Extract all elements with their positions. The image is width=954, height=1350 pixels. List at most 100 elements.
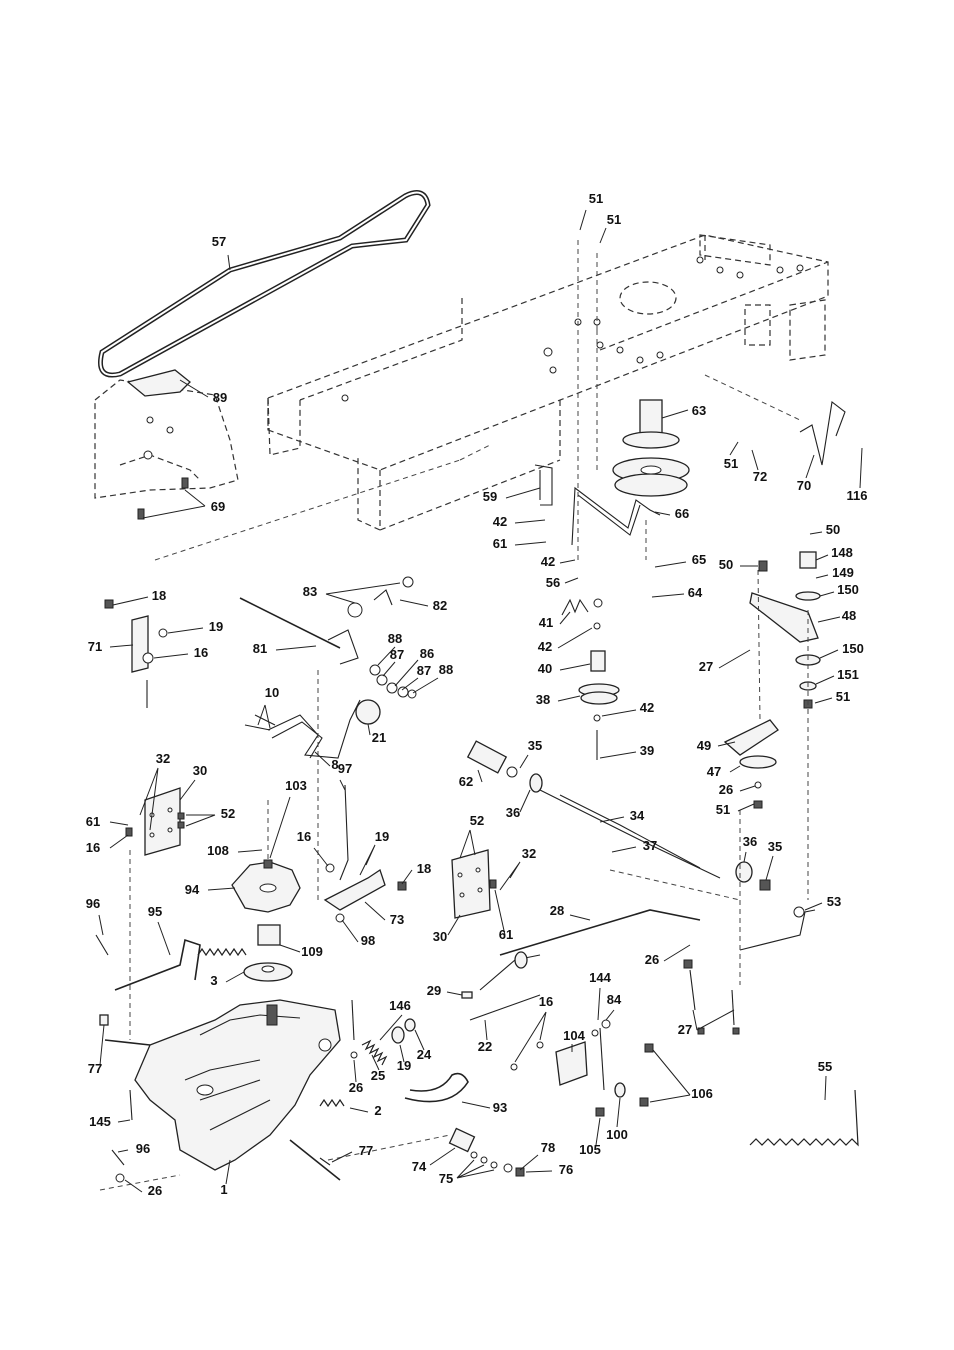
part-callout: 42 — [640, 700, 654, 715]
part-callout: 42 — [493, 514, 507, 529]
dashed-leaders — [99, 240, 809, 1191]
bolt-145 — [129, 1089, 133, 1121]
part-callout: 52 — [470, 813, 484, 828]
part-callout: 100 — [606, 1127, 628, 1142]
part-callout: 47 — [707, 764, 721, 779]
bracket-30-right — [451, 849, 497, 919]
spring-55 — [749, 1089, 859, 1147]
engine-pulley — [612, 399, 690, 497]
frame-holes — [143, 256, 804, 460]
part-callout: 64 — [688, 585, 703, 600]
part-callout: 51 — [716, 802, 730, 817]
part-callout: 150 — [842, 641, 864, 656]
part-callout: 27 — [699, 659, 713, 674]
part-callout: 50 — [719, 557, 733, 572]
part-callout: 21 — [372, 730, 386, 745]
part-callout: 109 — [301, 944, 323, 959]
part-callout: 55 — [818, 1059, 832, 1074]
callout-leaders — [98, 209, 863, 1193]
part-callout: 56 — [546, 575, 560, 590]
axle-parts — [319, 1127, 525, 1177]
part-callout: 19 — [209, 619, 223, 634]
bolts-27 — [683, 959, 740, 1035]
springs — [319, 999, 416, 1108]
part-callout: 84 — [607, 992, 622, 1007]
bracket-49 — [723, 719, 779, 809]
hose-93 — [404, 1072, 469, 1103]
part-callout: 50 — [826, 522, 840, 537]
part-callout: 71 — [88, 639, 102, 654]
part-callout: 59 — [483, 489, 497, 504]
part-callout: 146 — [389, 998, 411, 1013]
part-callout: 30 — [193, 763, 207, 778]
part-callout: 81 — [253, 641, 267, 656]
bracket-70 — [799, 400, 846, 466]
part-callout: 89 — [213, 390, 227, 405]
part-callout: 94 — [185, 882, 200, 897]
part-callout: 106 — [691, 1086, 713, 1101]
part-callout: 38 — [536, 692, 550, 707]
part-callout: 30 — [433, 929, 447, 944]
part-callout: 105 — [579, 1142, 601, 1157]
bracket-71 — [104, 599, 168, 708]
lever-95 — [95, 934, 247, 991]
part-callout: 18 — [417, 861, 431, 876]
part-callout: 76 — [559, 1162, 573, 1177]
belt-guide — [126, 369, 191, 397]
part-callout: 51 — [607, 212, 621, 227]
part-callout: 35 — [768, 839, 782, 854]
part-callout: 42 — [541, 554, 555, 569]
key-77 — [99, 1014, 109, 1026]
part-callout: 149 — [832, 565, 854, 580]
transaxle — [104, 999, 341, 1181]
part-callout: 145 — [89, 1114, 111, 1129]
part-callout: 28 — [550, 903, 564, 918]
part-callout: 51 — [836, 689, 850, 704]
part-callout: 25 — [371, 1068, 385, 1083]
cooling-fan — [231, 859, 301, 982]
part-callout: 72 — [753, 469, 767, 484]
part-callout: 87 — [417, 663, 431, 678]
rod-53 — [739, 909, 816, 951]
nut-35 — [759, 879, 771, 891]
part-callout: 82 — [433, 598, 447, 613]
main-frame — [94, 234, 829, 531]
part-callout: 88 — [439, 662, 453, 677]
part-callout: 26 — [719, 782, 733, 797]
part-callout: 32 — [522, 846, 536, 861]
part-callout: 116 — [847, 488, 868, 503]
clutch-shaft — [239, 576, 417, 699]
part-callout: 8 — [331, 757, 338, 772]
drive-belt — [98, 190, 431, 378]
part-callout: 151 — [837, 667, 859, 682]
part-callout: 77 — [359, 1143, 373, 1158]
part-callout: 29 — [427, 983, 441, 998]
part-callout: 35 — [528, 738, 542, 753]
part-callout: 69 — [211, 499, 225, 514]
part-callout: 104 — [563, 1028, 585, 1043]
part-callout: 61 — [499, 927, 513, 942]
part-callout: 2 — [374, 1103, 381, 1118]
part-callout: 36 — [506, 805, 520, 820]
part-callout: 36 — [743, 834, 757, 849]
part-callout: 63 — [692, 403, 706, 418]
part-callout: 53 — [827, 894, 841, 909]
part-callout: 42 — [538, 639, 552, 654]
part-callout: 16 — [194, 645, 208, 660]
part-callout: 87 — [390, 647, 404, 662]
part-callout: 19 — [375, 829, 389, 844]
part-callout: 103 — [285, 778, 307, 793]
part-callout: 75 — [439, 1171, 453, 1186]
bracket-30-left — [125, 787, 185, 856]
part-callout: 57 — [212, 234, 226, 249]
part-callout: 26 — [349, 1080, 363, 1095]
part-callout: 19 — [397, 1058, 411, 1073]
part-callout: 61 — [86, 814, 100, 829]
part-callout: 98 — [361, 933, 375, 948]
bracket-48 — [749, 551, 821, 709]
washer-36 — [735, 861, 753, 883]
part-callout: 39 — [640, 743, 654, 758]
part-callout: 16 — [297, 829, 311, 844]
shift-lever — [244, 699, 381, 759]
brake-rod-34 — [466, 740, 721, 879]
